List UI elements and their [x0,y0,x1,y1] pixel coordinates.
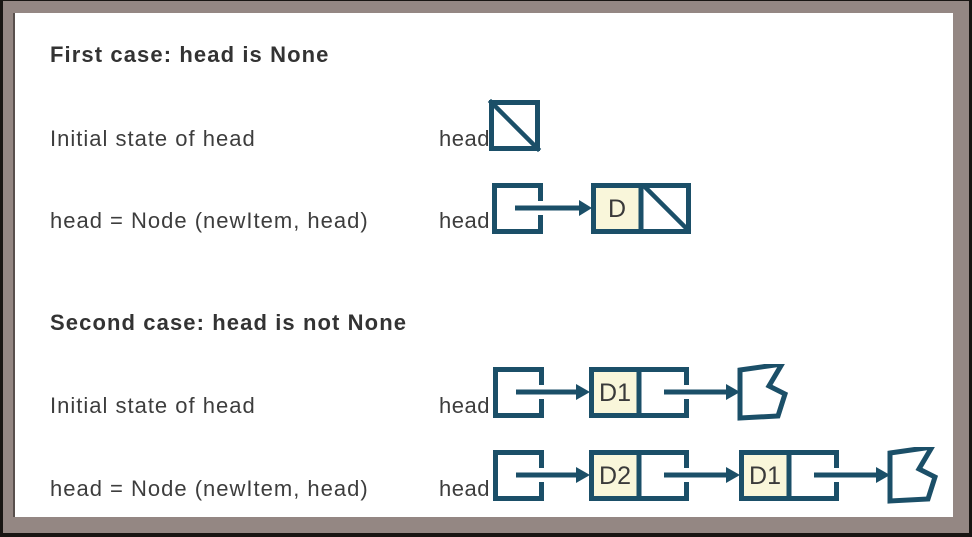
section-heading-first-case: First case: head is None [50,42,330,67]
arrowhead-icon [726,384,740,400]
head-pointer-label-1: head [439,126,490,151]
diagram-head-null [487,98,542,153]
arrowhead-icon [579,200,592,216]
rest-of-list-icon torn-edge-icon [887,447,939,504]
row-label-assignment-2: head = Node (newItem, head) [50,476,369,501]
node-data-cell [594,455,637,496]
head-pointer-label-4: head [439,476,490,501]
row-label-assignment-1: head = Node (newItem, head) [50,208,369,233]
node-data-value: D1 [599,379,631,407]
null-slash-icon [642,184,692,234]
row-label-initial-state-1: Initial state of head [50,126,256,151]
node-data-value: D1 [749,462,781,490]
node-data-cell [594,372,637,413]
section-heading-second-case: Second case: head is not None [50,310,408,335]
diagram-prepended-list: D2 D1 [493,447,939,504]
diagram-initial-list: D1 [493,364,789,421]
head-pointer-label-2: head [439,208,490,233]
diagram-head-new-node: D [492,183,692,234]
node-data-cell [744,455,787,496]
arrowhead-icon [576,467,590,483]
rest-of-list-icon torn-edge-icon [737,364,789,421]
row-label-initial-state-2: Initial state of head [50,393,256,418]
arrowhead-icon [726,467,740,483]
node-data-value: D [608,195,626,223]
head-pointer-label-3: head [439,393,490,418]
figure-panel: First case: head is None Initial state o… [13,13,953,517]
null-slash-icon [487,98,542,153]
node-data-value: D2 [599,462,631,490]
arrowhead-icon [876,467,890,483]
node-data-cell [596,188,639,229]
arrowhead-icon [576,384,590,400]
